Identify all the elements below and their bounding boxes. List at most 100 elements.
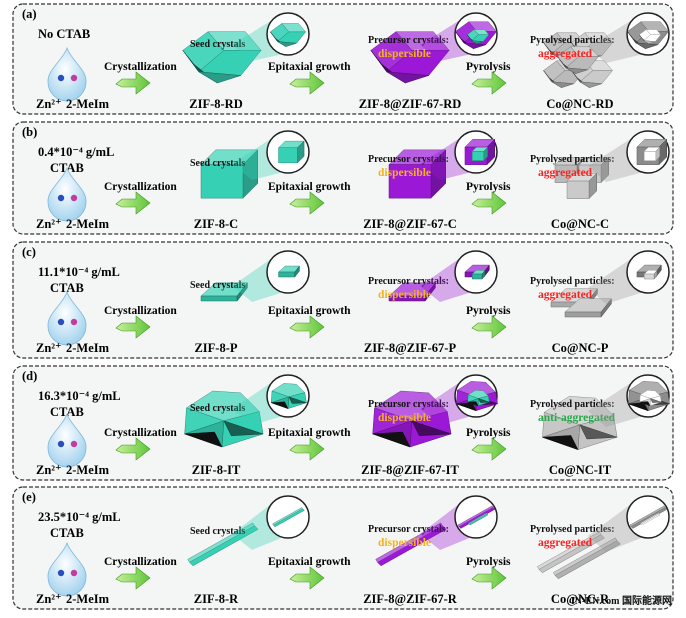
core-shell-inset-core-side [481, 269, 486, 280]
zn-ion-dot [57, 318, 65, 326]
arrow-epitaxial [289, 191, 325, 215]
arrow-crystallization [115, 437, 151, 461]
arrow-epitaxial [289, 566, 325, 590]
panel-tag: (b) [22, 125, 37, 139]
zn-ion-label: Zn²⁺ [36, 463, 62, 477]
carbon-name: Co@NC-R [551, 592, 610, 606]
carbon-shape-p1-front [564, 311, 602, 318]
precursor-label: Precursor crystals: [368, 524, 449, 535]
core-shell-inset-content [457, 505, 496, 529]
carbon-name: Co@NC-P [552, 341, 609, 355]
core-shell-inset-shell-bottom [463, 42, 486, 49]
precursor-status: dispersible [378, 48, 431, 60]
carbon-inset-void-front [643, 273, 655, 280]
core-shell-inset-content [464, 138, 496, 166]
zn-ion-dot [57, 194, 65, 202]
core-shell-inset-content [455, 21, 498, 49]
precursor-drop [47, 46, 87, 102]
step-crystallization: Crystallization [104, 427, 177, 439]
ligand-dot [70, 194, 78, 202]
carbon-inset-void-shadow [650, 398, 662, 403]
seed-crystal [183, 390, 264, 448]
ligand-dot [70, 318, 78, 326]
watermark-logo: IN-EN.com 国际能源网 [571, 594, 672, 607]
seed-inset-seed-gap [271, 401, 289, 410]
carbon-shape-p1-face [552, 537, 618, 576]
step-epitaxial-growth: Epitaxial growth [268, 556, 351, 568]
seed-inset-content [272, 507, 305, 528]
step-crystallization: Crystallization [104, 181, 177, 193]
carbon-shape-p2-front [566, 180, 590, 199]
carbon-inset-content [636, 264, 662, 280]
seed-inset-content [270, 383, 307, 410]
precursor-drop [47, 290, 87, 346]
seed-inset-seed-front [278, 271, 296, 278]
carbon-name: Co@NC-IT [549, 463, 612, 477]
seed-shape-face [187, 522, 255, 563]
seed-crystal [200, 149, 259, 199]
precursor-label: Precursor crystals: [368, 35, 449, 46]
panel-b: (b)0.4*10⁻⁴ g/mLCTABZn²⁺2-MeImCrystalliz… [12, 121, 674, 235]
core-shell-inset-core-bottom [471, 40, 484, 44]
carbon-status: aggregated [538, 48, 593, 60]
seed-crystal [182, 31, 262, 84]
zn-ion-dot [57, 74, 65, 82]
seed-name: ZIF-8-IT [192, 463, 241, 477]
core-shell-shape-shadow [411, 420, 452, 437]
core-shell-inset-core-front [471, 151, 485, 161]
panel-tag: (e) [22, 490, 36, 504]
pyrolysed-particles [541, 396, 618, 451]
core-shell-name: ZIF-8@ZIF-67-P [364, 341, 457, 355]
core-shell-inset-content [464, 264, 490, 280]
seed-inset-seed-face [272, 507, 303, 526]
precursor-status: dispersible [378, 289, 431, 301]
arrow-pyrolysis [471, 71, 507, 95]
core-shell-inset-shell-face [457, 505, 494, 527]
pyrolysed-particles [536, 531, 621, 580]
ctab-concentration: 23.5*10⁻⁴ g/mL [38, 510, 121, 524]
precursor-status: dispersible [378, 167, 431, 179]
seed-shape-side [236, 282, 248, 302]
ligand-label: 2-MeIm [66, 592, 110, 606]
zn-ion-dot [57, 440, 65, 448]
zn-ion-label: Zn²⁺ [36, 217, 62, 231]
ligand-dot [70, 440, 78, 448]
core-shell-crystal [388, 149, 447, 199]
panel-tag: (c) [22, 245, 36, 259]
pyrolysed-label: Pyrolysed particles: [530, 154, 615, 165]
panel-border [12, 365, 674, 481]
seed-name: ZIF-8-RD [189, 97, 242, 111]
arrow-crystallization [115, 191, 151, 215]
ligand-label: 2-MeIm [66, 217, 110, 231]
precursor-label: Precursor crystals: [368, 399, 449, 410]
seed-shape-gap [184, 431, 223, 448]
carbon-inset-void-gap [639, 401, 651, 407]
precursor-drop [47, 541, 87, 597]
carbon-name: Co@NC-C [551, 217, 609, 231]
step-pyrolysis: Pyrolysis [466, 61, 511, 73]
panel-a: (a)No CTABZn²⁺2-MeImCrystallizationSeed … [12, 3, 674, 115]
panel-tag: (a) [22, 7, 37, 21]
core-shell-inset-core-face [468, 512, 488, 525]
core-shell-name: ZIF-8@ZIF-67-IT [361, 463, 459, 477]
pyrolysed-label: Pyrolysed particles: [530, 524, 615, 535]
core-shell-name: ZIF-8@ZIF-67-R [363, 592, 458, 606]
carbon-inset-content [636, 138, 668, 166]
carbon-inset-content [627, 21, 670, 49]
panel-border [12, 486, 674, 610]
core-shell-shape-face [375, 522, 443, 563]
core-shell-inset-content [455, 381, 498, 412]
seed-crystal [187, 522, 259, 567]
seed-label: Seed crystals [190, 158, 245, 169]
step-epitaxial-growth: Epitaxial growth [268, 427, 351, 439]
core-shell-crystal [370, 31, 450, 84]
precursor-drop [47, 166, 87, 222]
step-epitaxial-growth: Epitaxial growth [268, 181, 351, 193]
seed-shape-bottom [198, 71, 241, 84]
ligand-label: 2-MeIm [66, 463, 110, 477]
seed-name: ZIF-8-R [194, 592, 239, 606]
seed-shape-front [200, 164, 244, 199]
carbon-name: Co@NC-RD [546, 97, 613, 111]
